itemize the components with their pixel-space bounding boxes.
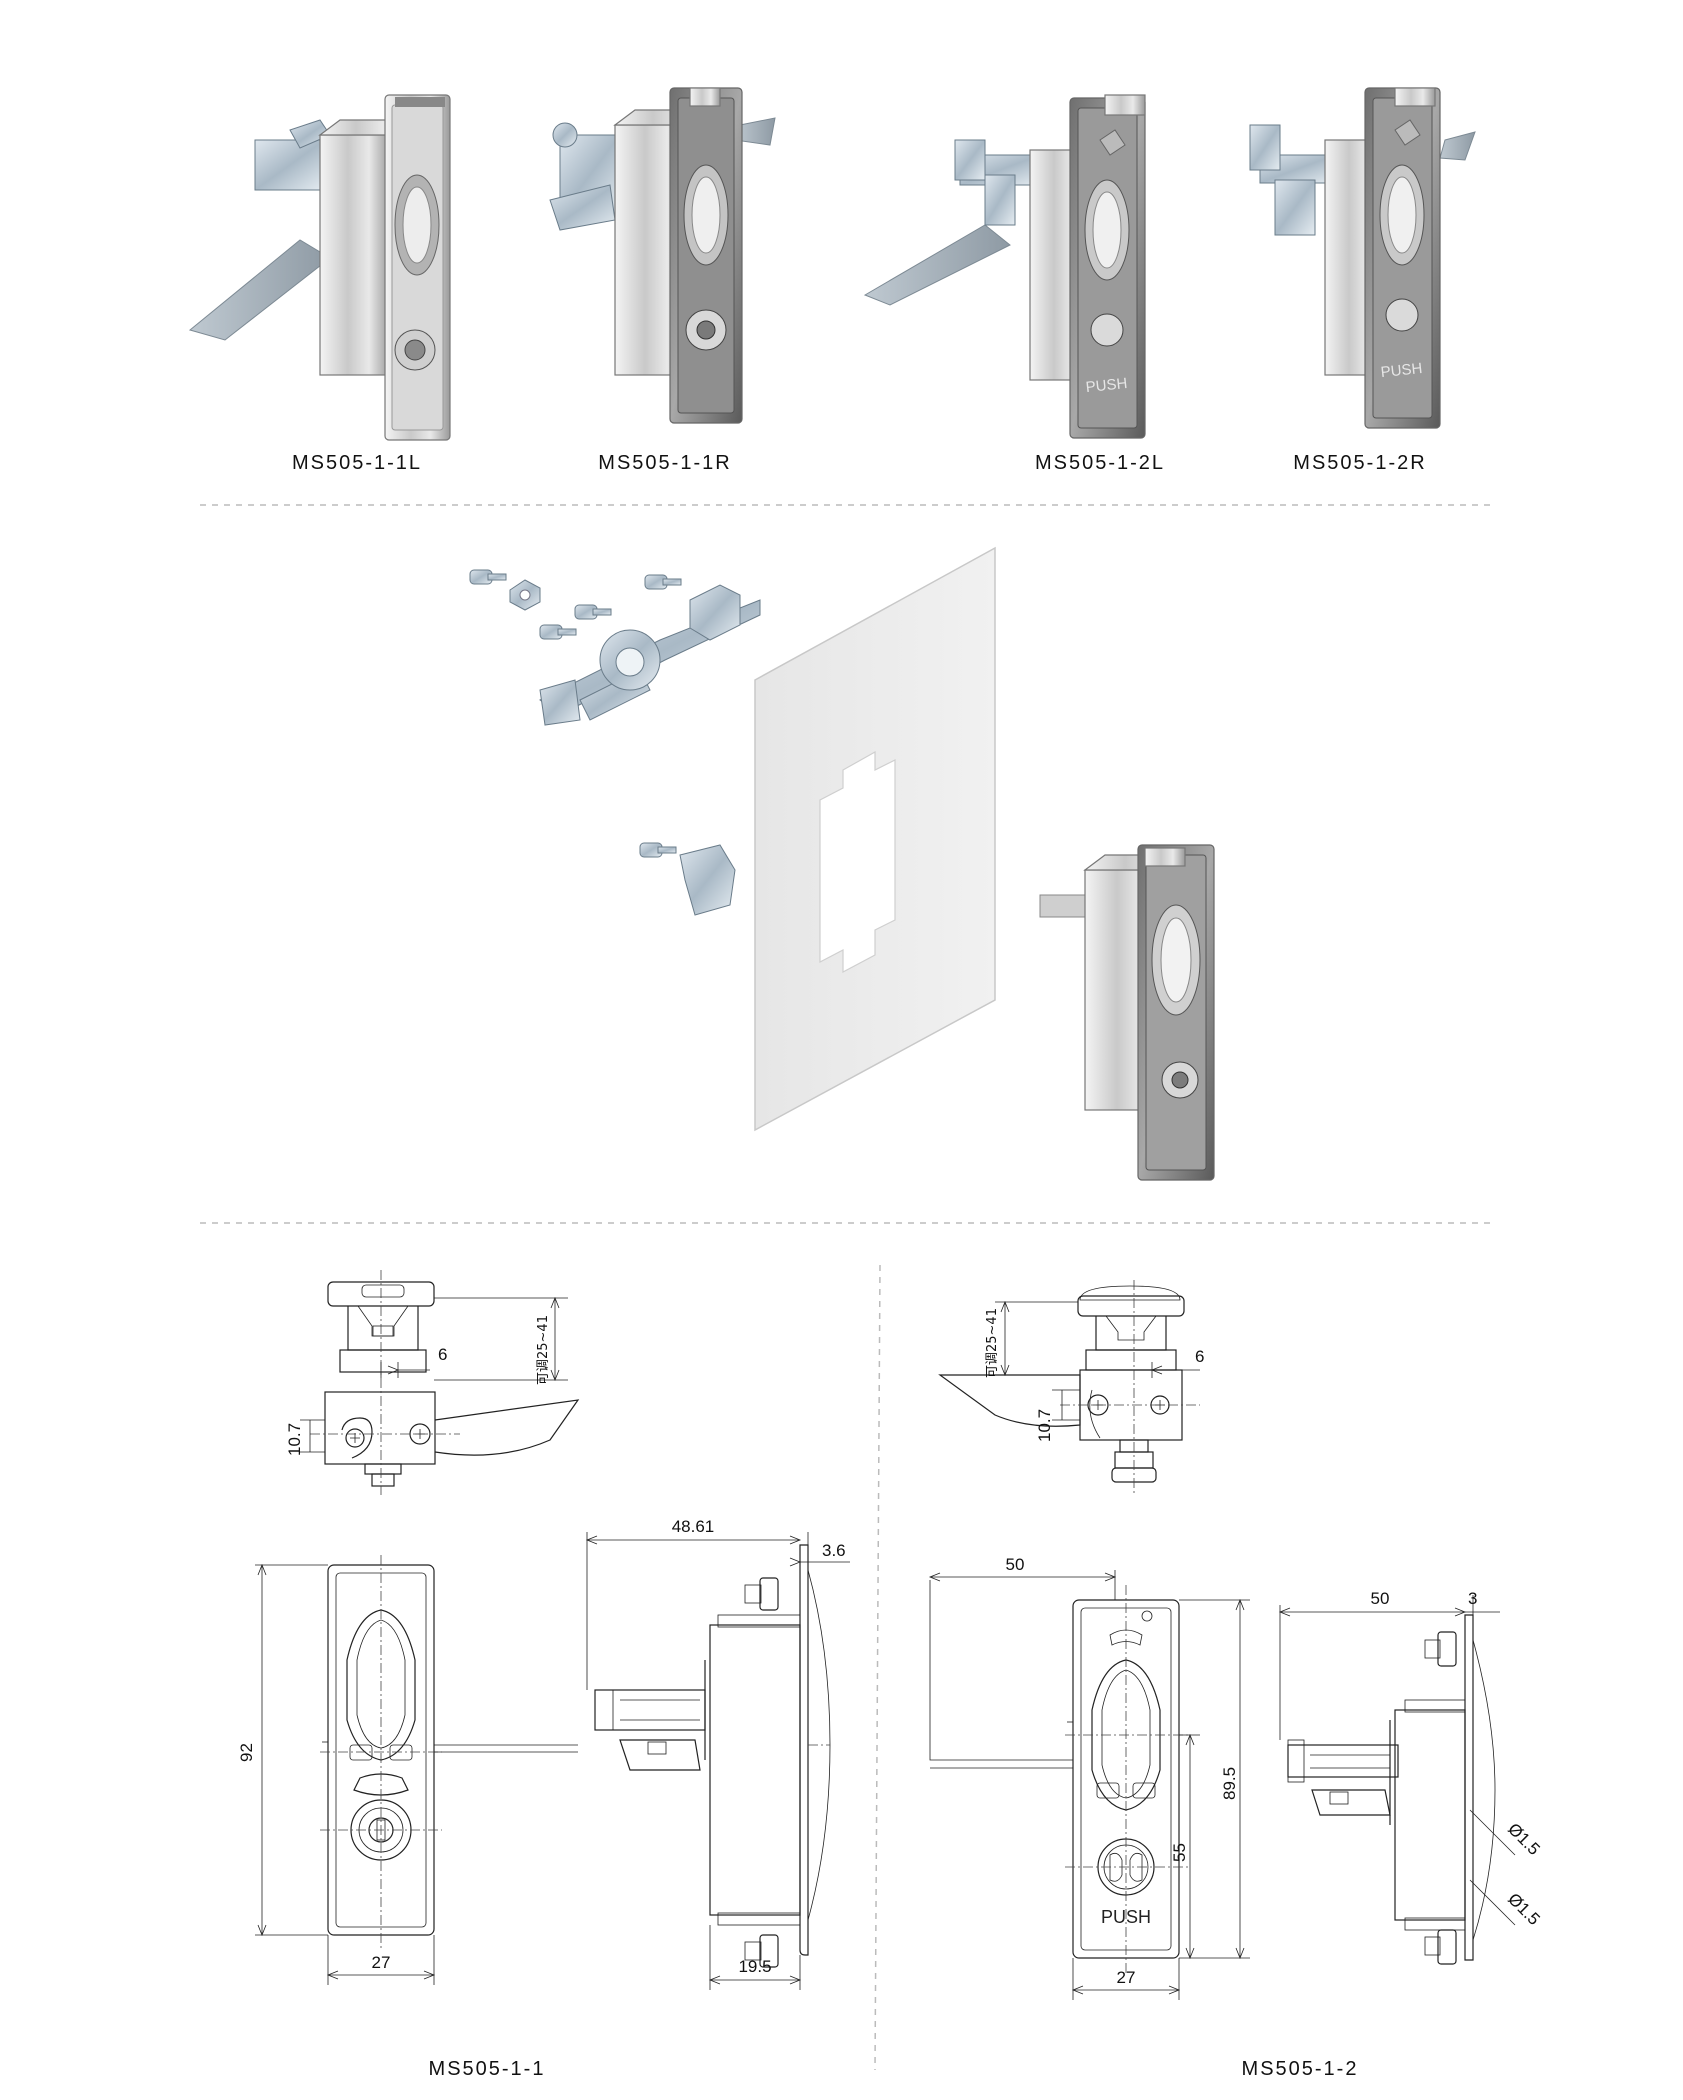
- cam-blade-outline-right: [938, 1374, 1081, 1427]
- dim-89-5: 89.5: [1220, 1767, 1239, 1800]
- column-divider: [874, 1264, 881, 2071]
- product-render-1: [188, 94, 451, 441]
- top-view-left: 可调25~41 6 10.7: [285, 1270, 580, 1495]
- product-label-1: MS505-1-1L: [292, 452, 422, 474]
- drawing-right: 可调25~41 6 10.7 PUSH: [928, 1280, 1544, 2080]
- dim-10-7-left: 10.7: [285, 1423, 304, 1456]
- panel-cutout: [819, 750, 896, 973]
- mounting-clip: [679, 844, 736, 916]
- cam-blade-outline: [434, 1399, 580, 1456]
- screw-top-2: [574, 604, 612, 620]
- dim-adjust-right: 可调25~41: [985, 1308, 1000, 1378]
- exploded-view: [469, 546, 1215, 1181]
- front-view-left: 92 27: [237, 1555, 578, 1985]
- dim-27-left: 27: [372, 1953, 391, 1972]
- dim-dia-1: Ø1.5: [1504, 1819, 1543, 1858]
- screw-top-4: [539, 624, 577, 640]
- product-label-3: MS505-1-2L: [1035, 452, 1165, 474]
- dim-3: 3: [1468, 1589, 1477, 1608]
- clip-screw: [639, 842, 677, 858]
- dim-50-front: 50: [1006, 1555, 1025, 1574]
- dim-27-right: 27: [1117, 1968, 1136, 1987]
- front-view-right: PUSH 50 89.5 55 27: [928, 1555, 1250, 2000]
- dim-48-61: 48.61: [672, 1517, 715, 1536]
- dim-6-right: 6: [1195, 1347, 1204, 1366]
- product-render-2: [549, 87, 776, 424]
- product-render-4: PUSH: [1249, 87, 1476, 429]
- dim-92: 92: [237, 1743, 256, 1762]
- product-label-4: MS505-1-2R: [1293, 452, 1426, 474]
- drawing-left: 可调25~41 6 10.7: [237, 1270, 850, 2080]
- dim-55: 55: [1170, 1843, 1189, 1862]
- product-render-3: PUSH: [863, 94, 1146, 439]
- push-engraving: PUSH: [1085, 375, 1128, 396]
- product-label-2: MS505-1-1R: [598, 452, 731, 474]
- side-view-left: 48.61 3.6 19.5: [585, 1517, 850, 1990]
- dim-19-5: 19.5: [738, 1957, 771, 1976]
- side-view-right: 50 3 Ø1.5 Ø1.5: [1278, 1589, 1544, 1965]
- screw-top-3: [644, 574, 682, 590]
- dim-10-7-right: 10.7: [1035, 1409, 1054, 1442]
- dim-3-6: 3.6: [822, 1541, 846, 1560]
- hex-nut: [509, 579, 541, 611]
- logo-mark: [1109, 1629, 1143, 1646]
- dim-50-side: 50: [1371, 1589, 1390, 1608]
- screw-top-1: [469, 569, 507, 585]
- dim-adjust-left: 可调25~41: [536, 1315, 551, 1385]
- drawing-title-right: MS505-1-2: [1242, 2058, 1359, 2080]
- dim-dia-2: Ø1.5: [1504, 1889, 1543, 1928]
- top-view-right: 可调25~41 6 10.7: [938, 1280, 1204, 1495]
- drawing-title-left: MS505-1-1: [429, 2058, 546, 2080]
- dim-6-left: 6: [438, 1345, 447, 1364]
- push-engraving-2: PUSH: [1380, 360, 1423, 381]
